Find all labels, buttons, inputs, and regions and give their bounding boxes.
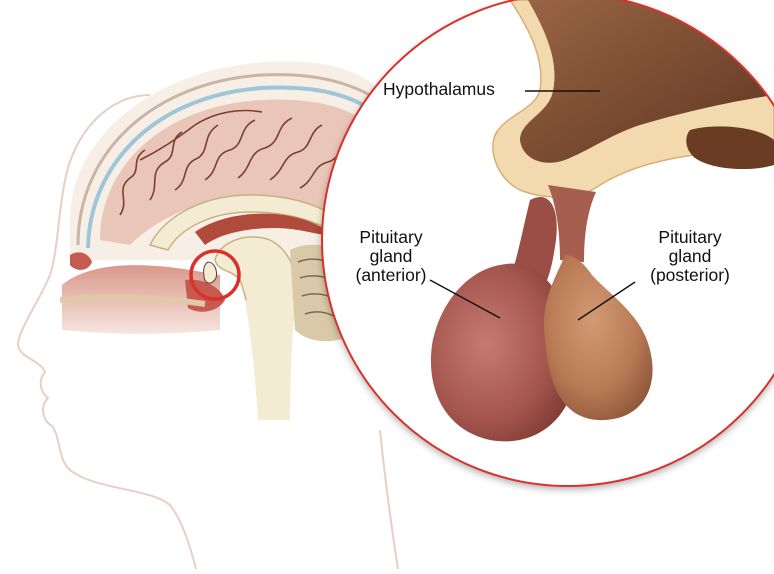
neck-outline: [380, 430, 398, 569]
hypothalamus-label: Hypothalamus: [383, 80, 495, 99]
small-pituitary: [204, 262, 217, 283]
brainstem: [245, 300, 295, 420]
anterior-pituitary-label: Pituitary gland (anterior): [336, 228, 446, 285]
posterior-pituitary-label: Pituitary gland (posterior): [628, 228, 752, 285]
